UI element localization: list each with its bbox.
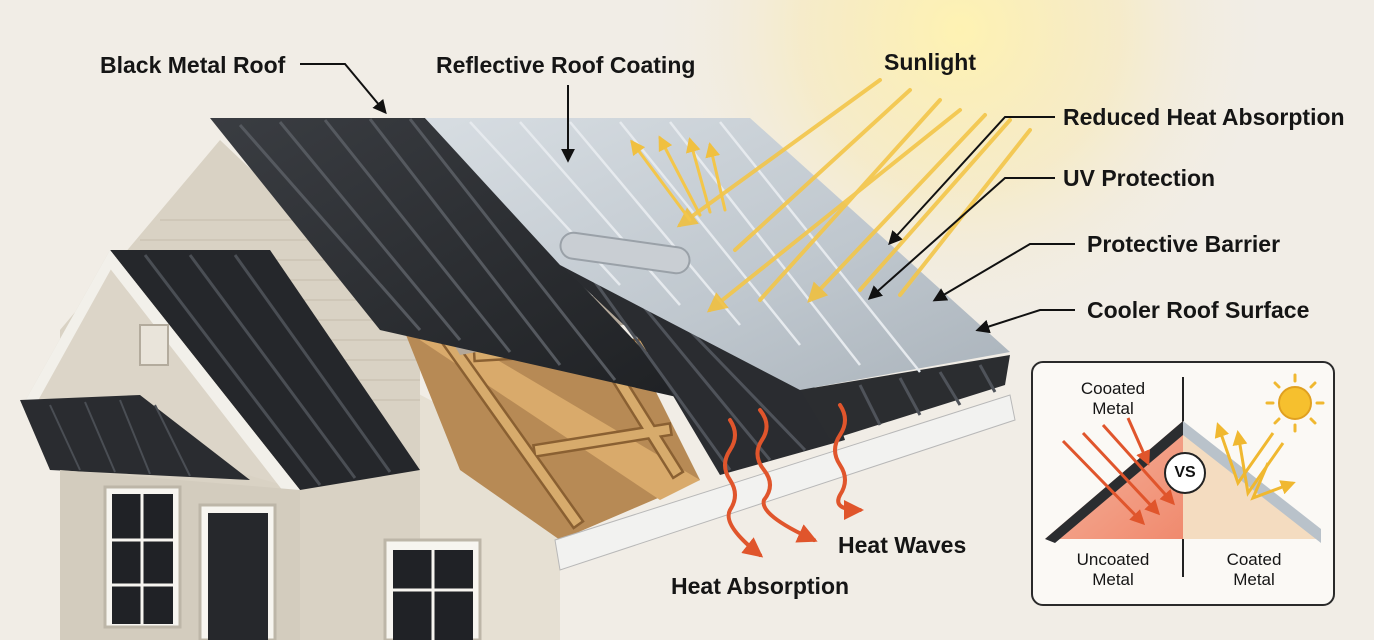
inset-label-uncoated-metal: Uncoated Metal [1058, 550, 1168, 590]
sun-rays [676, 78, 1032, 313]
black-roof-panel [210, 118, 690, 400]
inset-text-bottom-left: Uncoated Metal [1076, 550, 1150, 589]
coated-roof-panel [425, 118, 1010, 390]
label-black-metal-roof: Black Metal Roof [100, 52, 286, 78]
label-heat-waves: Heat Waves [838, 532, 967, 558]
label-reflective-roof-coating: Reflective Roof Coating [436, 52, 696, 78]
label-sunlight: Sunlight [884, 49, 976, 75]
gutter [554, 394, 1016, 571]
label-cooler-roof-surface: Cooler Roof Surface [1087, 297, 1310, 323]
sun-icon [1265, 373, 1325, 433]
leader-black-metal-roof [300, 63, 387, 115]
inset-label-cooated-metal: Cooated Metal [1058, 379, 1168, 419]
inset-label-coated-metal: Coated Metal [1199, 550, 1309, 590]
ridge-cap-roll [559, 231, 691, 275]
label-protective-barrier: Protective Barrier [1087, 231, 1281, 257]
inset-text-bottom-right: Coated Metal [1226, 550, 1282, 589]
leader-protective-barrier [932, 243, 1075, 302]
heat-wave-icon [723, 403, 864, 558]
comparison-inset: Cooated Metal VS Uncoated Metal Coated M… [1031, 361, 1335, 606]
label-uv-protection: UV Protection [1063, 165, 1216, 191]
vs-badge: VS [1164, 452, 1206, 494]
reflection-arrow-icon [630, 135, 727, 222]
leader-uv-protection [867, 177, 1055, 300]
inset-text-top-left: Cooated Metal [1080, 379, 1146, 418]
black-eave-strip [800, 355, 1010, 440]
heat-absorption-arrows [1061, 417, 1176, 526]
leader-reduced-heat [888, 116, 1055, 246]
leader-cooler-roof [975, 309, 1075, 334]
label-reduced-heat-absorption: Reduced Heat Absorption [1063, 104, 1345, 130]
label-heat-absorption: Heat Absorption [671, 573, 850, 599]
reflected-ray-arrows [1214, 422, 1296, 501]
